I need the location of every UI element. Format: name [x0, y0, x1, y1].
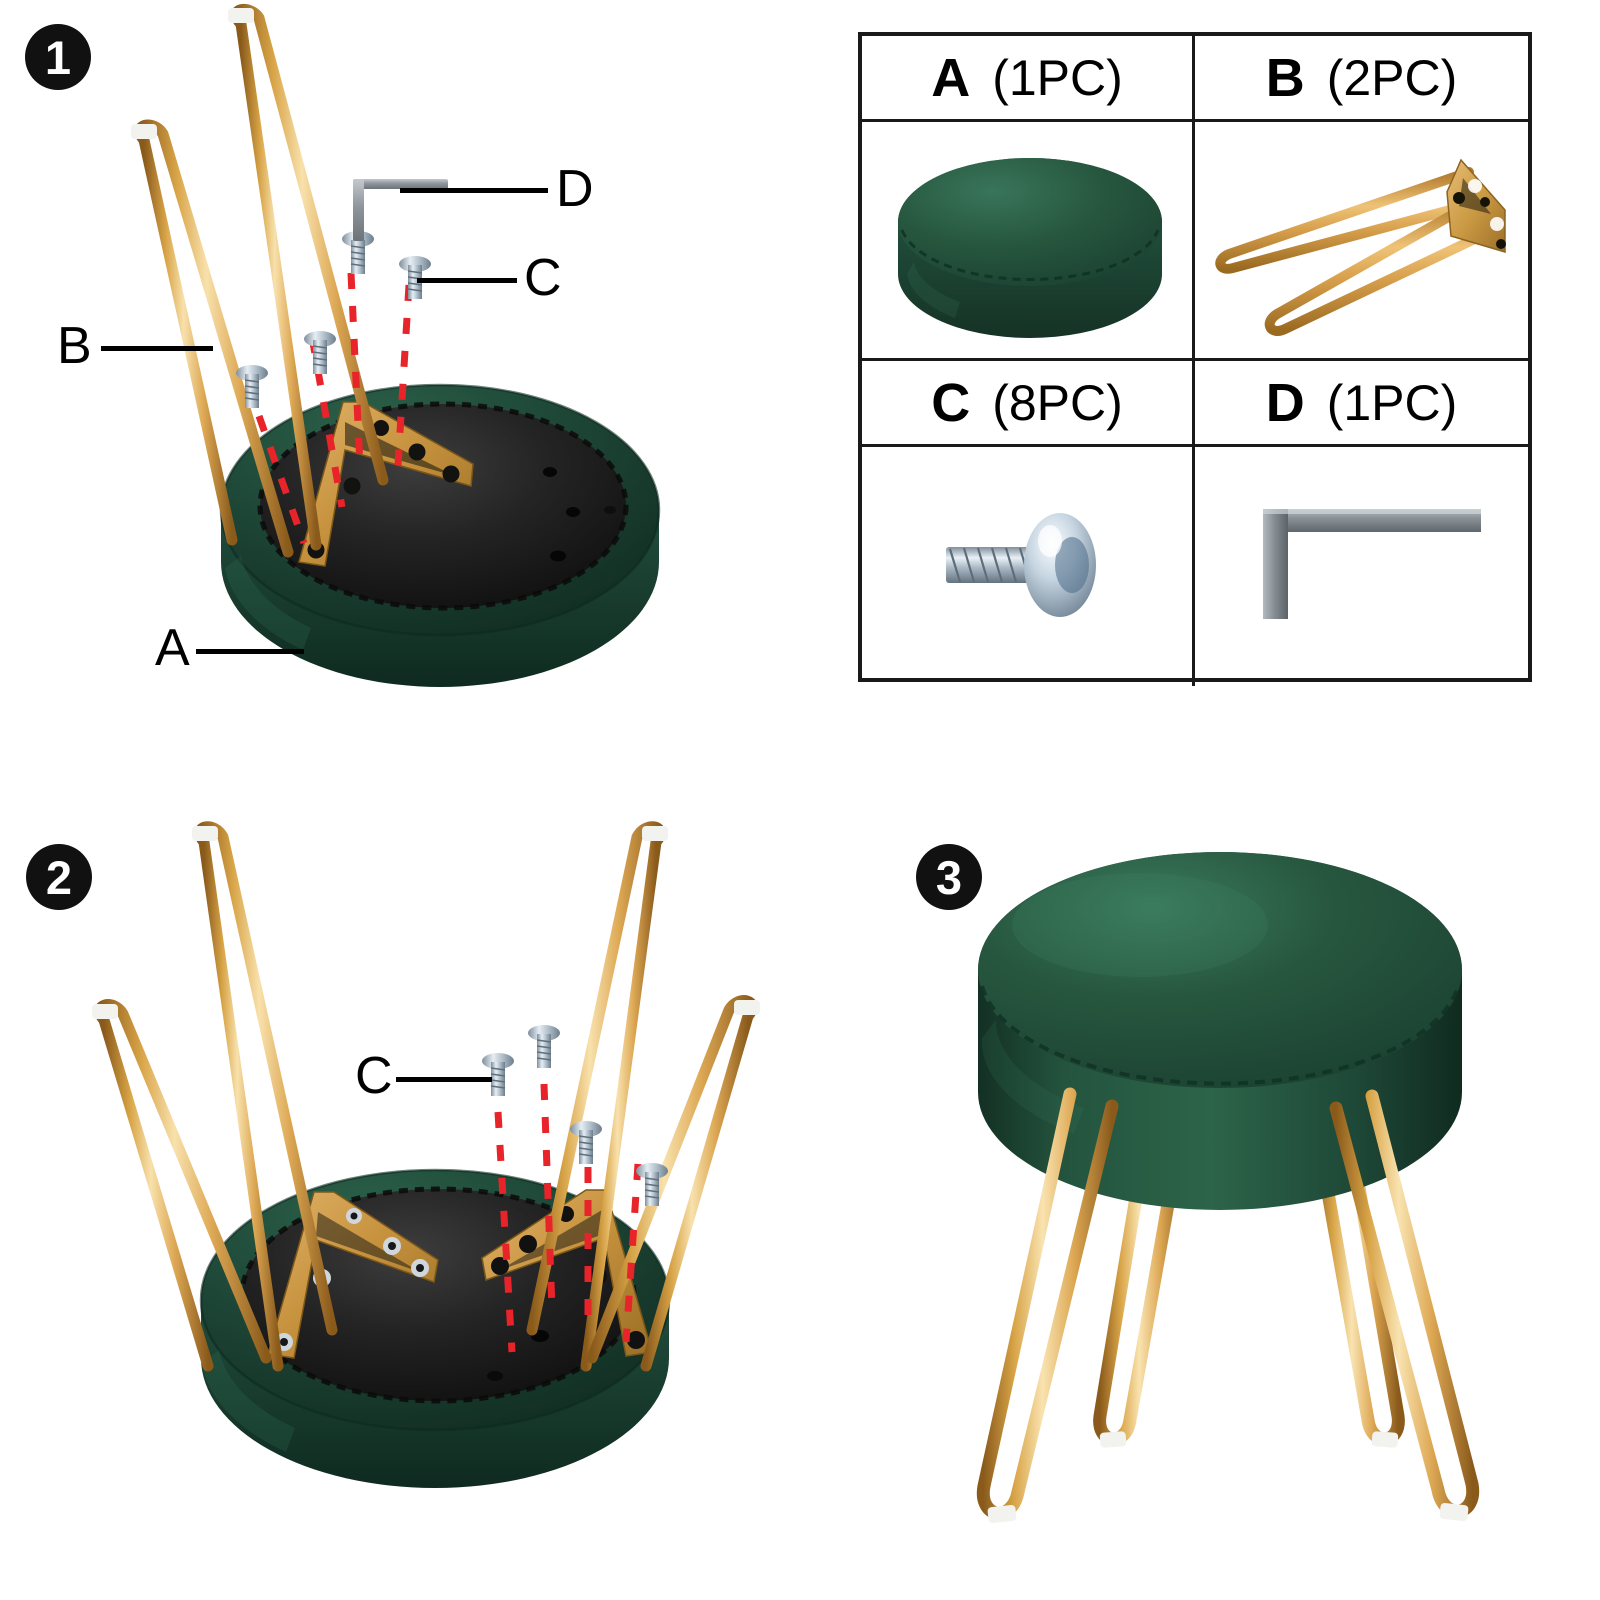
step-1-allen-key-d [353, 179, 448, 241]
parts-cell-image-c [862, 447, 1195, 686]
step-2-screw-2 [528, 1025, 560, 1068]
part-qty-b: (2PC) [1326, 49, 1458, 106]
step-2-screw-4 [636, 1163, 668, 1206]
callout-leader-c [417, 278, 517, 283]
part-letter-b: B [1265, 47, 1305, 108]
part-qty-a: (1PC) [992, 49, 1123, 106]
step-1-panel: 1 [0, 0, 840, 790]
parts-cell-image-a [862, 122, 1195, 361]
parts-cell-image-b [1195, 122, 1528, 361]
callout-label-a: A [155, 619, 190, 677]
step-2-guide-lines [494, 1083, 642, 1353]
allen-key-icon [1263, 509, 1481, 619]
step-1-hairpin-leg-b [131, 4, 389, 558]
parts-cell-header-b: B (2PC) [1195, 36, 1528, 122]
step-2-screw-1 [482, 1053, 514, 1096]
parts-cell-header-a: A (1PC) [862, 36, 1195, 122]
step-1-screw-1 [236, 365, 268, 408]
hairpin-leg-icon [1215, 158, 1508, 336]
step-1-guide-lines [244, 272, 413, 545]
step-1-leg-bracket [298, 401, 474, 567]
step-2-panel: 2 [0, 800, 840, 1600]
step-3-panel: 3 [840, 800, 1600, 1600]
callout-leader-b [101, 346, 213, 351]
part-qty-c: (8PC) [992, 374, 1123, 431]
part-letter-d: D [1265, 372, 1305, 433]
callout-label-d: D [556, 160, 594, 218]
velvet-cushion-icon [898, 158, 1162, 338]
part-letter-a: A [931, 47, 971, 108]
screw-icon [946, 513, 1096, 617]
callout-label-c-step2: C [355, 1047, 393, 1105]
step-3-assembled-stool [976, 852, 1480, 1524]
step-1-screw-4 [399, 256, 431, 299]
callout-leader-d [400, 188, 548, 193]
callout-leader-c-step2 [396, 1077, 492, 1082]
parts-table: A (1PC) B (2PC) [858, 32, 1532, 686]
step-2-hairpin-legs [92, 821, 760, 1372]
callout-label-c: C [524, 249, 562, 307]
callout-label-b: B [57, 317, 92, 375]
step-2-badge: 2 [26, 844, 92, 910]
step-1-screw-2 [304, 331, 336, 374]
step-3-badge: 3 [916, 844, 982, 910]
step-1-badge: 1 [25, 24, 91, 90]
parts-cell-header-c: C (8PC) [862, 361, 1195, 447]
part-qty-d: (1PC) [1326, 374, 1458, 431]
step-2-screw-3 [570, 1121, 602, 1164]
parts-cell-image-d [1195, 447, 1528, 686]
part-letter-c: C [931, 372, 971, 433]
callout-leader-a [196, 649, 304, 654]
parts-cell-header-d: D (1PC) [1195, 361, 1528, 447]
